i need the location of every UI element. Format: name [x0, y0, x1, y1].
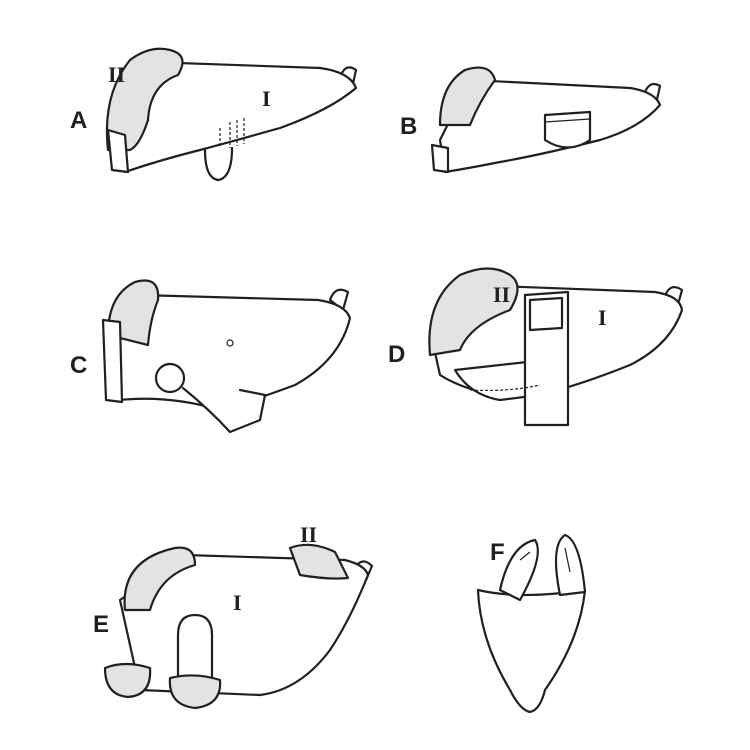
d-collar	[428, 267, 519, 357]
e-ruffle-ii	[288, 543, 350, 580]
a-belly-strap	[203, 146, 234, 182]
a-part-i: I	[262, 86, 271, 111]
label-b: B	[400, 113, 417, 140]
f-bandana-body	[476, 588, 587, 714]
d-part-i: I	[598, 305, 607, 330]
c-belly-band	[181, 386, 267, 434]
view-c-dog-coat: C	[70, 279, 352, 434]
a-neck-tab	[106, 128, 130, 174]
b-neck-tab	[430, 143, 450, 174]
d-pocket	[528, 296, 564, 332]
c-tail-strap	[328, 288, 350, 312]
a-stitching	[219, 118, 245, 148]
c-leg-opening	[154, 362, 186, 394]
d-part-ii: II	[493, 282, 510, 307]
e-part-ii: II	[300, 522, 317, 547]
b-pocket	[543, 110, 592, 149]
view-e-dog-coat: E II I	[93, 522, 374, 710]
label-f: F	[490, 539, 505, 566]
label-d: D	[388, 341, 405, 368]
a-collar	[105, 47, 184, 152]
e-part-i: I	[233, 590, 242, 615]
f-right-tie	[554, 533, 587, 597]
e-leg	[176, 613, 214, 682]
e-leg-ruffle	[168, 674, 222, 710]
view-b-dog-coat: B	[400, 66, 662, 174]
f-left-tie	[498, 538, 539, 602]
a-part-ii: II	[108, 62, 125, 87]
a-coat-body	[113, 60, 358, 174]
b-collar	[438, 66, 497, 127]
c-neck-tab	[101, 318, 124, 404]
label-a: A	[70, 107, 87, 134]
view-f-bandana: F	[476, 533, 587, 714]
label-e: E	[93, 611, 109, 638]
label-c: C	[70, 352, 87, 379]
e-collar	[123, 546, 197, 612]
view-d-dog-coat: D II I	[388, 267, 684, 427]
view-a-dog-coat: A II I	[70, 47, 358, 182]
e-front-ruffle	[103, 662, 152, 699]
